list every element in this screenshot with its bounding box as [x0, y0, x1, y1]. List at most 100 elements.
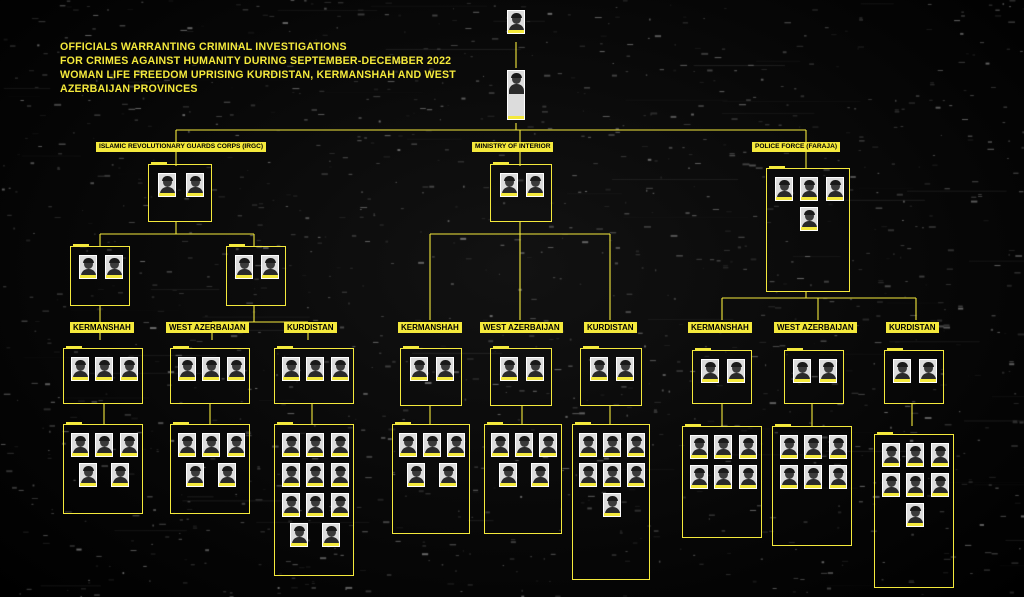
official-photo	[306, 463, 324, 487]
group-tag	[887, 348, 903, 351]
official-photo	[79, 255, 97, 279]
branch-label-irgc: ISLAMIC REVOLUTIONARY GUARDS CORPS (IRGC…	[96, 142, 267, 152]
interior-kermanshah-group-1	[400, 346, 462, 406]
official-photo	[202, 433, 220, 457]
official-photo	[826, 177, 844, 201]
official-photo	[306, 357, 324, 381]
official-photo	[800, 177, 818, 201]
official-photo	[701, 359, 719, 383]
group-tag	[173, 422, 189, 425]
group-tag	[575, 422, 591, 425]
official-photo	[120, 357, 138, 381]
branch-label-interior: MINISTRY OF INTERIOR	[472, 142, 554, 152]
official-photo	[218, 463, 236, 487]
official-photo	[282, 493, 300, 517]
branch-label-police: POLICE FORCE (FARAJA)	[752, 142, 841, 152]
police-west-azerbaijan-group-1	[784, 348, 844, 404]
official-photo	[447, 433, 465, 457]
official-photo	[603, 433, 621, 457]
province-label-irgc-west-azerbaijan: WEST AZERBAIJAN	[166, 322, 249, 333]
chart-title: OFFICIALS WARRANTING CRIMINAL INVESTIGAT…	[60, 40, 520, 96]
official-photo	[515, 433, 533, 457]
interior-west-azerbaijan-group-2	[484, 422, 562, 534]
official-photo	[919, 359, 937, 383]
interior-command-group	[490, 162, 552, 222]
irgc-kermanshah-group-2	[63, 422, 143, 514]
official-photo	[931, 443, 949, 467]
province-label-interior-kurdistan: KURDISTAN	[584, 322, 637, 333]
province-label-interior-kermanshah: KERMANSHAH	[398, 322, 462, 333]
official-photo	[407, 463, 425, 487]
official-photo	[526, 357, 544, 381]
police-kurdistan-group-1	[884, 348, 944, 404]
official-photo	[105, 255, 123, 279]
group-tag	[66, 346, 82, 349]
province-label-irgc-kurdistan: KURDISTAN	[284, 322, 337, 333]
official-photo	[829, 465, 847, 489]
group-tag	[583, 346, 599, 349]
official-photo	[261, 255, 279, 279]
official-photo	[590, 357, 608, 381]
group-tag	[229, 244, 245, 247]
official-photo	[579, 463, 597, 487]
police-kurdistan-group-2	[874, 432, 954, 588]
official-photo	[158, 173, 176, 197]
official-photo	[306, 493, 324, 517]
group-tag	[66, 422, 82, 425]
group-tag	[775, 424, 791, 427]
official-photo	[95, 357, 113, 381]
official-photo	[714, 435, 732, 459]
official-photo	[235, 255, 253, 279]
irgc-kurdistan-group-2	[274, 422, 354, 576]
group-tag	[695, 348, 711, 351]
group-tag	[685, 424, 701, 427]
official-photo	[906, 473, 924, 497]
official-photo	[739, 435, 757, 459]
official-photo	[227, 433, 245, 457]
official-photo	[186, 463, 204, 487]
official-photo	[282, 463, 300, 487]
group-tag	[151, 162, 167, 165]
official-photo	[882, 443, 900, 467]
president-photo	[507, 70, 525, 120]
official-photo	[331, 357, 349, 381]
title-line-2: FOR CRIMES AGAINST HUMANITY DURING SEPTE…	[60, 55, 452, 67]
group-tag	[395, 422, 411, 425]
official-photo	[603, 493, 621, 517]
official-photo	[500, 173, 518, 197]
official-photo	[793, 359, 811, 383]
official-photo	[282, 433, 300, 457]
official-photo	[690, 465, 708, 489]
irgc-west-azerbaijan-group-1	[170, 346, 250, 404]
official-photo	[120, 433, 138, 457]
official-photo	[202, 357, 220, 381]
official-photo	[526, 173, 544, 197]
official-photo	[579, 433, 597, 457]
official-photo	[539, 433, 557, 457]
group-tag	[487, 422, 503, 425]
title-line-1: OFFICIALS WARRANTING CRIMINAL INVESTIGAT…	[60, 41, 347, 53]
official-photo	[491, 433, 509, 457]
official-photo	[739, 465, 757, 489]
title-line-3: WOMAN LIFE FREEDOM UPRISING KURDISTAN, K…	[60, 69, 456, 81]
official-photo	[423, 433, 441, 457]
official-photo	[410, 357, 428, 381]
group-tag	[493, 346, 509, 349]
official-photo	[627, 433, 645, 457]
official-photo	[893, 359, 911, 383]
official-photo	[282, 357, 300, 381]
official-photo	[439, 463, 457, 487]
official-photo	[95, 433, 113, 457]
police-command-group	[766, 166, 850, 292]
group-tag	[277, 346, 293, 349]
official-photo	[331, 493, 349, 517]
official-photo	[931, 473, 949, 497]
official-photo	[500, 357, 518, 381]
irgc-regional-group-1	[70, 244, 130, 306]
province-label-police-kermanshah: KERMANSHAH	[688, 322, 752, 333]
official-photo	[603, 463, 621, 487]
official-photo	[616, 357, 634, 381]
official-photo	[714, 465, 732, 489]
group-tag	[403, 346, 419, 349]
